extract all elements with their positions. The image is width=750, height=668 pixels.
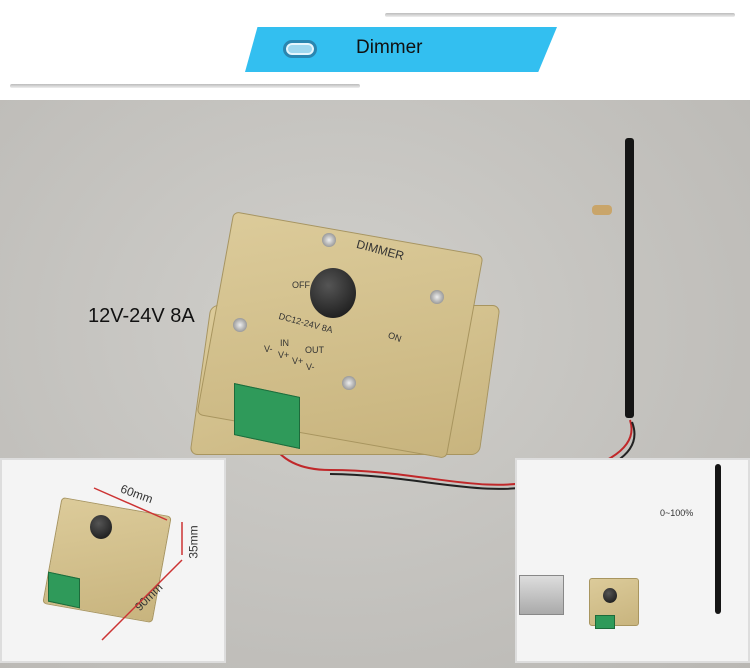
usage-inset: 0~100% (515, 458, 750, 663)
screw (342, 376, 356, 390)
dimension-arrows (93, 487, 183, 641)
dimmer-knob[interactable] (310, 268, 356, 318)
lamp-pole (625, 138, 634, 418)
screw (233, 318, 247, 332)
section-title: Dimmer (356, 37, 423, 58)
dimmer-knob (90, 515, 112, 539)
device-in-label: IN (280, 338, 289, 348)
terminal-label: V+ (278, 350, 290, 360)
divider-top (385, 13, 735, 17)
lamp-pole (715, 464, 721, 614)
terminal-label: V+ (292, 356, 304, 366)
divider-bottom (10, 84, 360, 88)
lamp-head-icon (592, 205, 612, 215)
screw (322, 233, 336, 247)
terminal-block (595, 615, 615, 629)
dimensions-inset: 60mm 35mm 90mm (0, 458, 226, 663)
device-off-label: OFF (292, 280, 310, 290)
power-supply (519, 575, 564, 615)
device-out-label: OUT (305, 345, 324, 355)
brightness-range: 0~100% (660, 508, 694, 518)
screw (430, 290, 444, 304)
spec-label: 12V-24V 8A (88, 305, 195, 327)
pill-icon (283, 40, 317, 58)
dimmer-knob (603, 588, 617, 603)
terminal-label: V- (264, 344, 273, 354)
terminal-label: V- (306, 362, 315, 372)
